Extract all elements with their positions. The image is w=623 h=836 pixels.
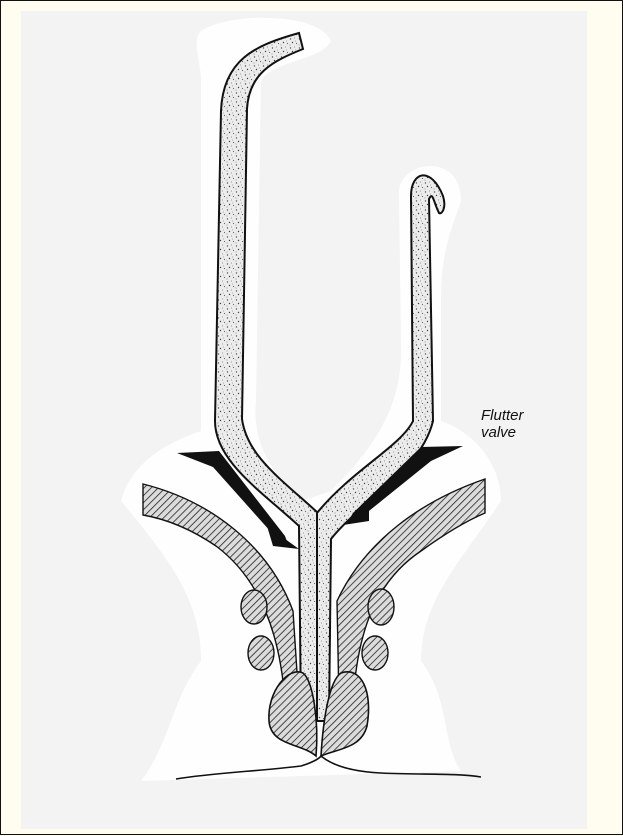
nodule bbox=[241, 590, 267, 624]
label-line-2: valve bbox=[481, 424, 524, 441]
nodule bbox=[362, 636, 388, 670]
flutter-valve-label: Flutter valve bbox=[481, 407, 524, 441]
label-line-1: Flutter bbox=[481, 407, 524, 424]
nodule bbox=[368, 589, 394, 625]
nodule bbox=[248, 636, 274, 670]
